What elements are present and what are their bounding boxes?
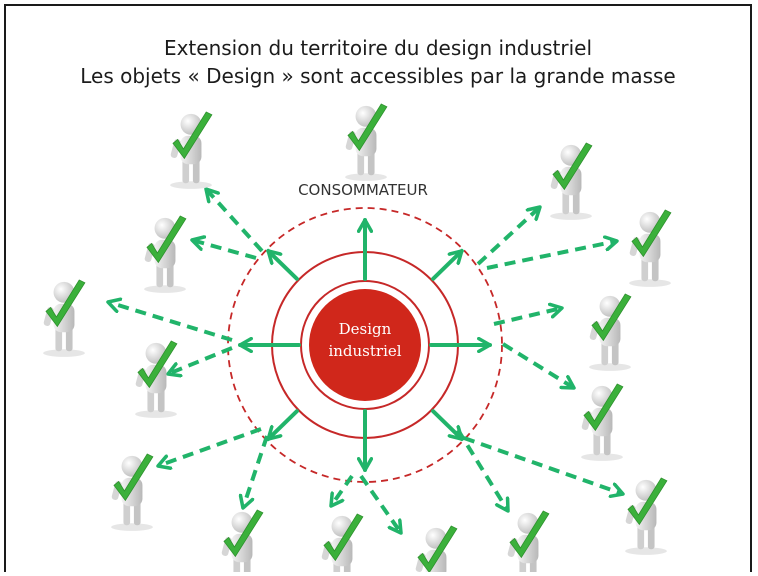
person-with-checkmark-icon xyxy=(345,103,388,181)
dashed-arrow xyxy=(359,474,401,533)
slide: Extension du territoire du design indust… xyxy=(4,4,752,572)
slide-subtitle: Les objets « Design » sont accessibles p… xyxy=(80,64,676,88)
core-circle xyxy=(309,289,421,401)
solid-arrow xyxy=(266,409,299,442)
solid-arrow xyxy=(431,409,464,442)
inner-arrows xyxy=(238,218,492,472)
dashed-arrow xyxy=(168,346,233,374)
design-core xyxy=(309,289,421,401)
person-with-checkmark-icon xyxy=(111,453,154,531)
person-with-checkmark-icon xyxy=(321,513,364,572)
consumer-zone-ring xyxy=(227,207,503,483)
solid-arrow xyxy=(266,248,299,281)
core-label-line1: Design xyxy=(339,320,392,338)
dashed-arrow xyxy=(501,342,574,388)
dashed-arrow xyxy=(476,207,540,266)
dashed-arrow xyxy=(463,436,623,494)
dashed-arrow xyxy=(331,474,354,506)
dashed-arrow xyxy=(243,435,269,508)
slide-title: Extension du territoire du design indust… xyxy=(163,36,593,60)
consumer-label: CONSOMMATEUR xyxy=(298,181,428,199)
person-with-checkmark-icon xyxy=(221,509,264,572)
dashed-arrow xyxy=(486,241,617,270)
consumer-figures xyxy=(43,103,672,572)
consumer-diagram: CONSOMMATEUR Design industriel xyxy=(43,103,672,572)
outer-dashed-arrows xyxy=(108,189,623,533)
person-with-checkmark-icon xyxy=(144,215,187,293)
person-with-checkmark-icon xyxy=(550,142,593,220)
person-with-checkmark-icon xyxy=(43,279,86,357)
outer-dashed-circle xyxy=(227,207,503,483)
person-with-checkmark-icon xyxy=(507,510,550,572)
dashed-arrow xyxy=(108,302,233,342)
dashed-arrow xyxy=(493,308,562,326)
person-with-checkmark-icon xyxy=(625,477,668,555)
core-label-line2: industriel xyxy=(328,342,401,360)
person-with-checkmark-icon xyxy=(135,340,178,418)
person-with-checkmark-icon xyxy=(170,111,213,189)
person-with-checkmark-icon xyxy=(415,525,458,572)
dashed-arrow xyxy=(192,240,257,260)
person-with-checkmark-icon xyxy=(589,293,632,371)
solid-arrow xyxy=(431,248,464,281)
dashed-arrow xyxy=(456,428,508,511)
person-with-checkmark-icon xyxy=(581,383,624,461)
person-with-checkmark-icon xyxy=(629,209,672,287)
dashed-arrow xyxy=(206,189,264,253)
dashed-arrow xyxy=(158,427,262,466)
